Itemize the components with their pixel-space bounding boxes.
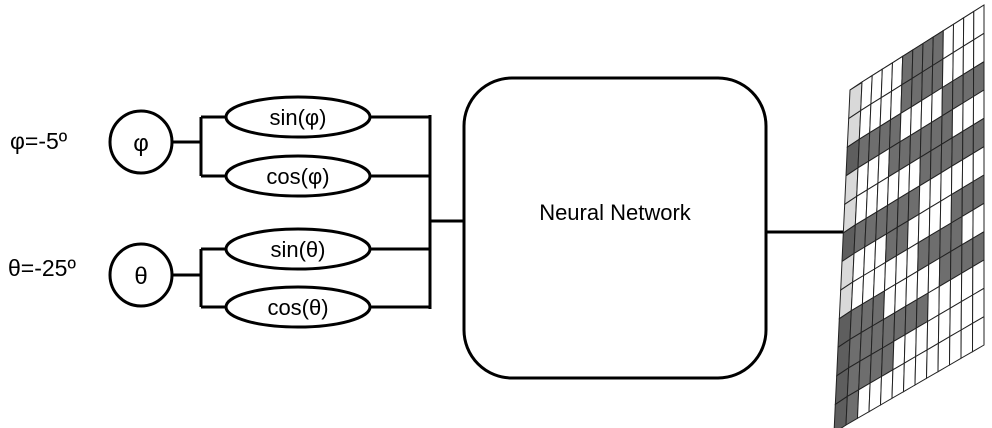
neural-network-box: [462, 76, 768, 380]
sin-theta-label: sin(θ): [270, 237, 325, 262]
phi-value-label: φ=-5º: [10, 128, 68, 154]
input-connectors: [172, 115, 228, 309]
sin-phi-label: sin(φ): [269, 105, 326, 130]
feature-bus: [370, 115, 464, 309]
theta-node-symbol: θ: [134, 263, 147, 290]
grid-cell-empty: [948, 329, 962, 366]
neural-network-label: Neural Network: [539, 200, 692, 225]
output-image-grid: [833, 4, 985, 428]
theta-value-label: θ=-25º: [8, 255, 76, 281]
grid-cell-empty: [960, 322, 974, 360]
grid-cell-empty: [971, 315, 985, 353]
phi-node-symbol: φ: [133, 130, 149, 157]
cos-phi-label: cos(φ): [266, 164, 329, 189]
cos-theta-label: cos(θ): [267, 295, 328, 320]
